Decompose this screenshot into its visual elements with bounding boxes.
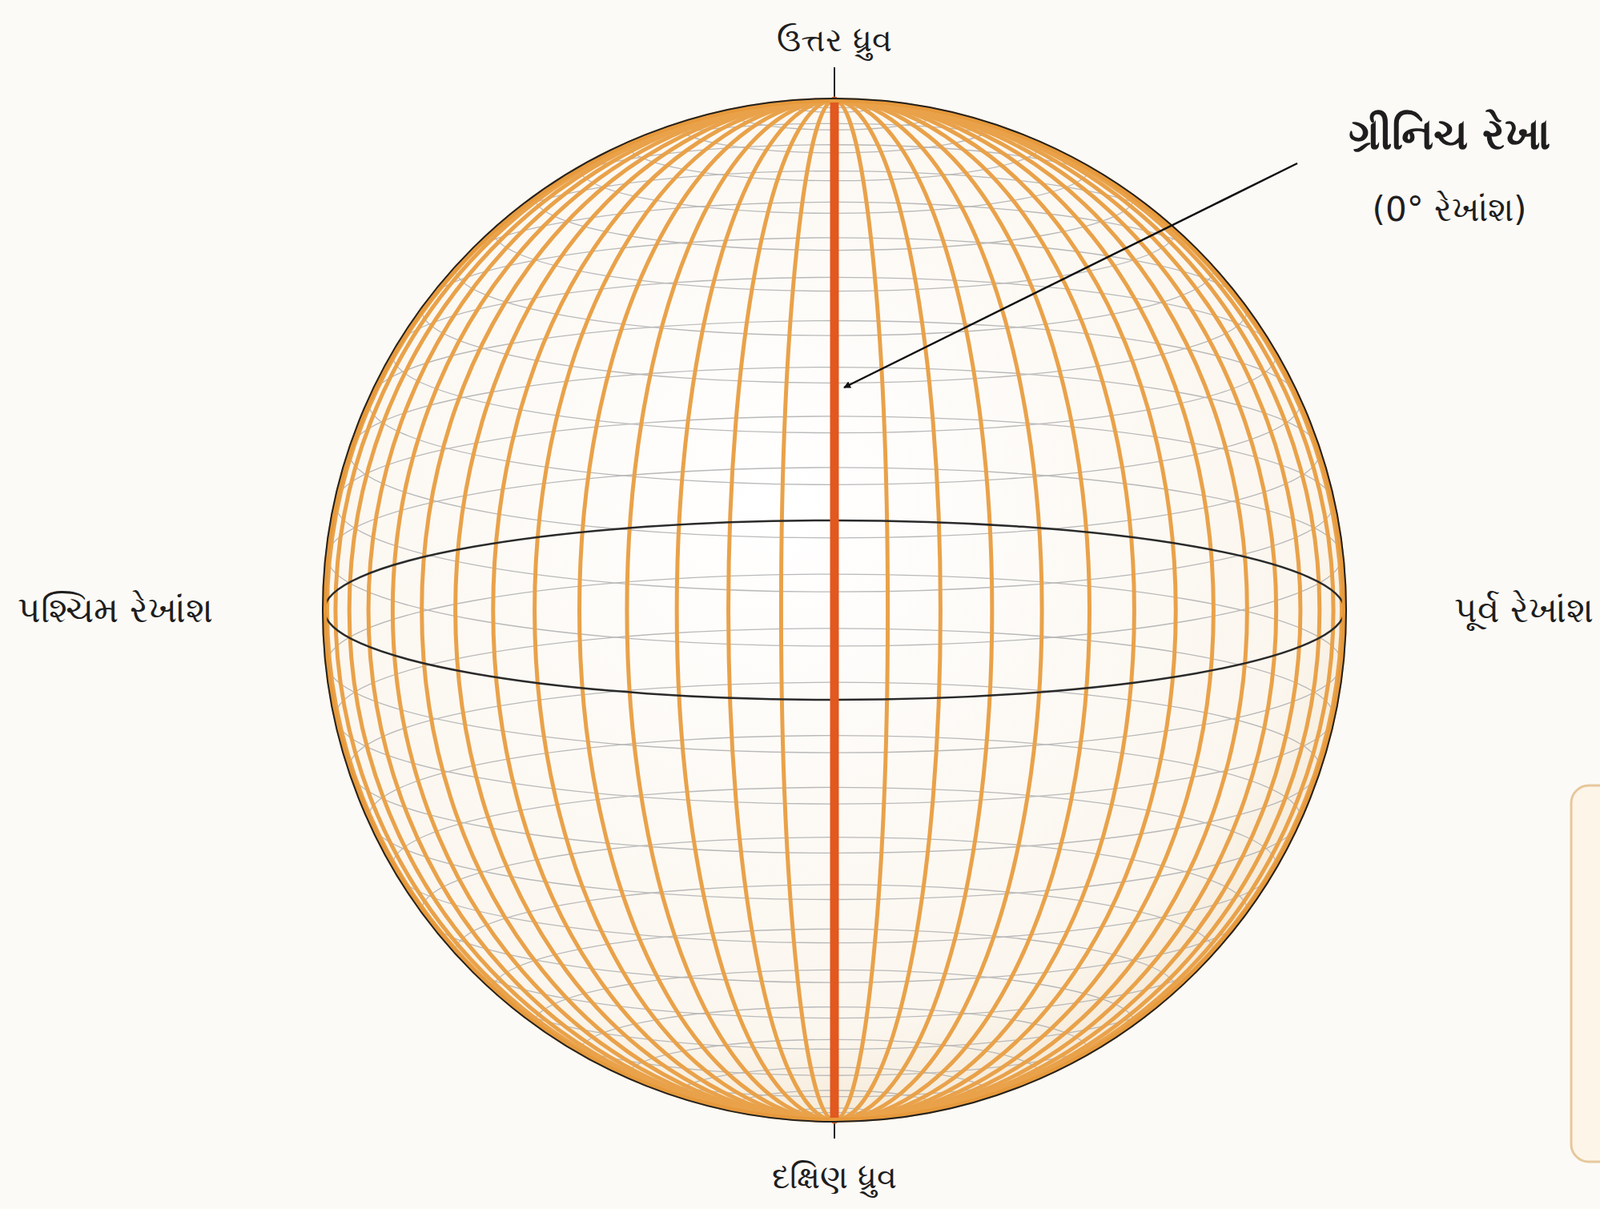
side-panel: [1571, 785, 1600, 1162]
meridian-line: [455, 100, 1215, 1121]
meridian-line: [368, 100, 1301, 1121]
sphere-outline: [322, 98, 1347, 1122]
side-label: પૂર્વ રેખાંશ: [1454, 589, 1594, 632]
meridian-line: [392, 100, 1276, 1121]
meridian-line: [579, 100, 1090, 1121]
meridian-line: [326, 100, 1342, 1121]
leader-arrow: [844, 163, 1298, 388]
side-label: પશ્ચિમ રેખાંશ: [17, 589, 214, 632]
meridian-line: [780, 100, 888, 1121]
sphere: [324, 100, 1345, 1121]
callout-title: ગ્રીનિચ રેખા: [1348, 108, 1552, 161]
meridian-line: [493, 100, 1176, 1121]
meridian-line: [349, 100, 1320, 1121]
meridian-line: [627, 100, 1042, 1121]
meridian-line: [422, 100, 1248, 1121]
prime-meridian: [830, 100, 840, 1120]
meridian-line: [728, 100, 941, 1121]
callout-subtitle: (0° રેખાંશ): [1372, 189, 1528, 230]
meridian-line: [676, 100, 993, 1121]
pole-label: ઉત્તર ધ્રુવ: [776, 20, 893, 60]
axis-tick: [833, 67, 836, 101]
pole-label: દક્ષિણ ધ્રુવ: [771, 1157, 898, 1197]
meridian-line: [324, 100, 1345, 1121]
meridian-line: [534, 100, 1135, 1121]
meridian-line: [335, 100, 1334, 1121]
sphere-rim: [324, 100, 1345, 1121]
